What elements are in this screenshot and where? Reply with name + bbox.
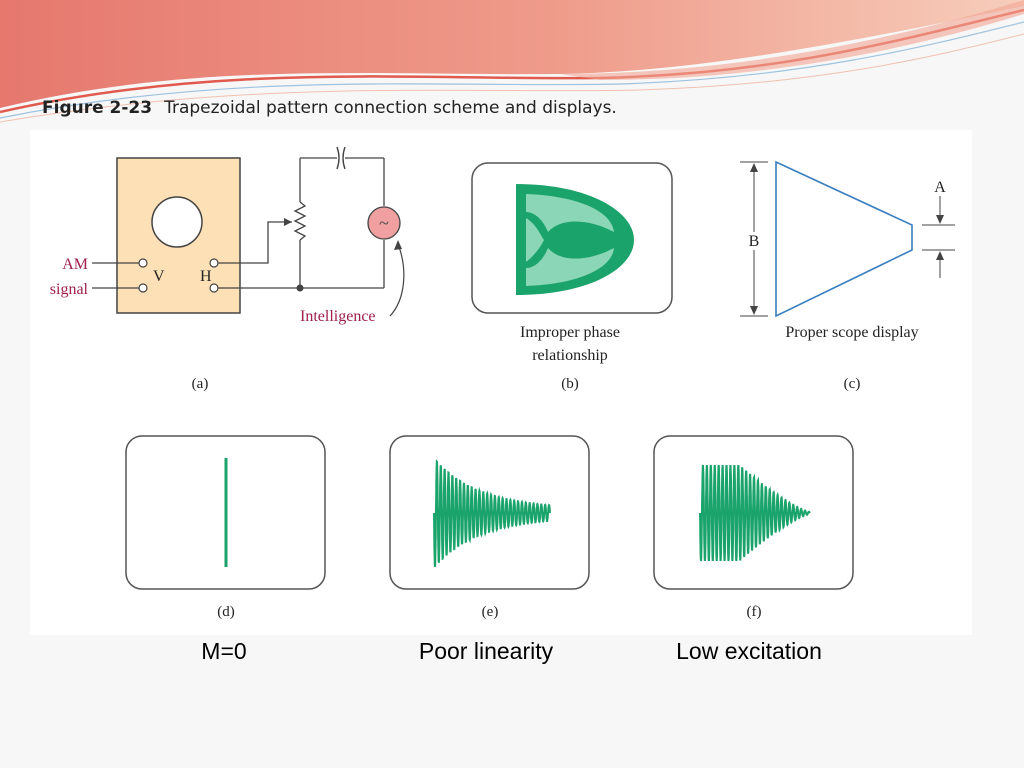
intelligence-source xyxy=(367,206,401,240)
panel-d-zero-modulation: (d) xyxy=(125,435,326,620)
panel-e-label: (e) xyxy=(482,604,499,620)
panel-b-caption-line1: Improper phase xyxy=(520,324,620,341)
v-label: V xyxy=(153,268,165,285)
subtitle-poor-linearity: Poor linearity xyxy=(418,638,554,664)
v-terminal-top xyxy=(138,258,148,268)
h-terminal-top xyxy=(209,258,219,268)
subtitle-low-excitation: Low excitation xyxy=(676,638,822,664)
potentiometer xyxy=(293,201,307,241)
h-label: H xyxy=(200,268,212,285)
dimension-a-label: A xyxy=(934,179,946,196)
phase-lobe-left xyxy=(526,218,544,262)
panel-b-caption-line2: relationship xyxy=(532,347,608,364)
panel-e-poor-linearity: (e) xyxy=(389,435,590,620)
panel-d-label: (d) xyxy=(217,604,235,620)
phase-lobe-bottom xyxy=(526,248,614,286)
panel-b-label: (b) xyxy=(561,376,579,392)
panel-c-proper-display: B A Proper scope display (c) xyxy=(740,160,955,392)
capacitor-plate-left xyxy=(336,146,340,170)
intelligence-pointer xyxy=(389,243,405,317)
waveF-trace xyxy=(699,464,811,562)
figure-caption: Figure 2-23 Trapezoidal pattern connectio… xyxy=(42,98,617,118)
subtitle-m-zero: M=0 xyxy=(201,638,247,664)
figure-caption-text: Trapezoidal pattern connection scheme an… xyxy=(164,98,617,118)
intelligence-label: Intelligence xyxy=(300,308,376,325)
panel-a-connection-scheme: AM signal V H ~ Intelligence (a) xyxy=(50,146,405,392)
panel-c-label: (c) xyxy=(844,376,861,392)
slide-banner xyxy=(0,0,1024,123)
signal-label: signal xyxy=(50,281,89,298)
waveE-trace xyxy=(433,459,551,567)
panel-c-caption: Proper scope display xyxy=(785,324,918,341)
source-symbol: ~ xyxy=(379,213,389,233)
poor-linearity-waveform xyxy=(433,459,551,567)
trapezoid xyxy=(775,160,913,318)
am-label: AM xyxy=(62,256,88,273)
panel-f-label: (f) xyxy=(747,604,762,620)
wiper-wire xyxy=(218,221,292,264)
figure-number: Figure 2-23 xyxy=(42,98,153,118)
crt-screen xyxy=(151,196,203,248)
panel-a-label: (a) xyxy=(192,376,209,392)
h-terminal-bottom xyxy=(209,283,219,293)
panel-f-low-excitation: (f) xyxy=(653,435,854,620)
low-excitation-waveform xyxy=(699,464,811,562)
v-terminal-bottom xyxy=(138,283,148,293)
phase-lobe-top xyxy=(526,194,614,232)
panel-b-improper-phase: Improper phase relationship (b) xyxy=(471,162,673,392)
capacitor-plate-right xyxy=(342,146,346,170)
wiper-arrow xyxy=(284,218,292,226)
dimension-b-label: B xyxy=(749,233,760,250)
